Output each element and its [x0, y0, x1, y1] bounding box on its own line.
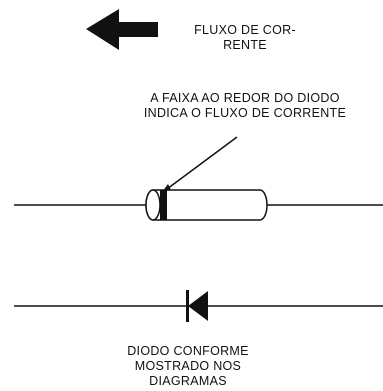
pointer-line: [162, 136, 238, 193]
current-flow-label-line2: RENTE: [223, 38, 267, 52]
current-flow-label: FLUXO DE COR- RENTE: [160, 23, 330, 53]
left-arrow-icon: [86, 9, 158, 50]
band-note-label: A FAIXA AO REDOR DO DIODO INDICA O FLUXO…: [110, 91, 380, 121]
diode-component-icon: [14, 189, 383, 221]
band-note-line2: INDICA O FLUXO DE CORRENTE: [143, 106, 347, 120]
diode-symbol-icon: [14, 290, 383, 322]
symbol-caption: DIODO CONFORME MOSTRADO NOS DIAGRAMAS: [88, 344, 288, 389]
band-note-line1: A FAIXA AO REDOR DO DIODO: [150, 91, 340, 105]
symbol-caption-line1: DIODO CONFORME: [127, 344, 249, 358]
cathode-band: [160, 190, 167, 220]
symbol-caption-line3: DIAGRAMAS: [149, 374, 227, 388]
symbol-caption-line2: MOSTRADO NOS: [134, 359, 242, 373]
current-flow-label-line1: FLUXO DE COR-: [194, 23, 296, 37]
